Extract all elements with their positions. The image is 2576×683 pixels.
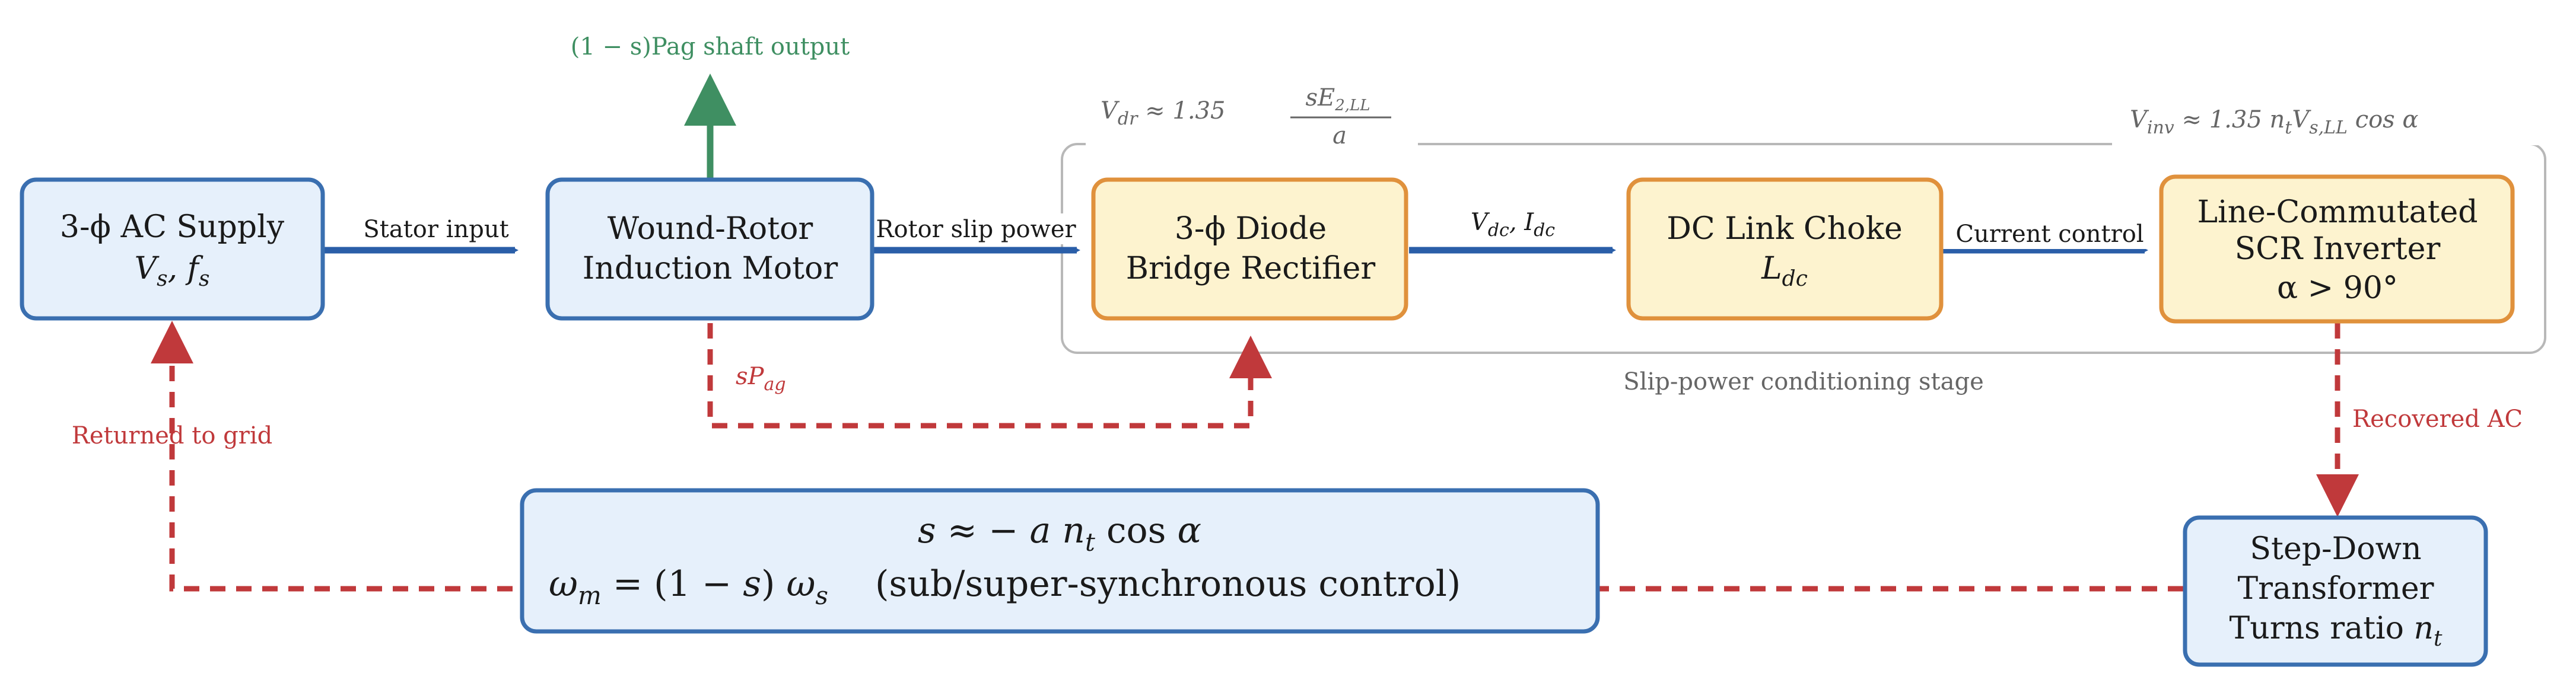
inverter-title-line1: Line-Commutated [2197,194,2478,230]
current-control-label: Current control [1955,221,2144,248]
rectifier-title-line2: Bridge Rectifier [1126,251,1376,286]
shaft-output-label: (1 − s)Pag shaft output [571,33,850,60]
inverter-block: Line-Commutated SCR Inverter α > 90° [2159,174,2515,324]
ac-supply-block: 3-ϕ AC Supply Vs, fs [20,177,325,321]
control-equations-block: s ≈ − a nt cos α ωm = (1 − s) ωs (sub/su… [520,488,1600,634]
stator-input-label-group: Stator input [338,213,534,244]
transformer-turns-ratio: Turns ratio nt [2230,611,2443,651]
svg-text:Vinv ≈ 1.35 ntVs,LL cos α: Vinv ≈ 1.35 ntVs,LL cos α [2130,106,2418,138]
choke-title: DC Link Choke [1667,211,1903,247]
spag-return-path [707,323,1272,429]
vinv-annotation: Vinv ≈ 1.35 ntVs,LL cos α [2112,98,2539,145]
rotor-slip-power-label: Rotor slip power [876,216,1076,243]
recovered-ac-label: Recovered AC [2352,406,2523,433]
transformer-title-line1: Step-Down [2250,531,2421,567]
control-mode-note: (sub/super-synchronous control) [875,563,1461,605]
stator-input-label: Stator input [363,216,508,243]
vdr-annotation: Vdr ≈ 1.35 sE2,LL a [1086,83,1418,160]
inverter-title-line2: SCR Inverter [2235,231,2441,267]
motor-title-line1: Wound-Rotor [608,211,813,247]
current-control-label-group: Current control [1931,218,2168,249]
spag-label: sPag [736,363,786,395]
stage-label: Slip-power conditioning stage [1623,368,1984,395]
choke-block: DC Link Choke Ldc [1626,177,1944,321]
slip-equation: s ≈ − a nt cos α [918,510,1201,557]
svg-text:a: a [1332,122,1347,149]
rotor-slip-power-label-group: Rotor slip power [854,213,1109,244]
motor-title-line2: Induction Motor [583,251,838,286]
returned-to-grid-label: Returned to grid [72,422,273,449]
inverter-firing-angle: α > 90° [2277,270,2398,306]
returned-to-grid-path [151,321,2183,592]
rectifier-block: 3-ϕ Diode Bridge Rectifier [1091,177,1408,321]
ac-supply-params: Vs, fs [135,251,210,291]
ac-supply-title: 3-ϕ AC Supply [60,209,285,245]
transformer-title-line2: Transformer [2237,571,2434,607]
transformer-block: Step-Down Transformer Turns ratio nt [2183,515,2488,667]
rectifier-title-line1: 3-ϕ Diode [1175,211,1327,247]
vdc-idc-label: Vdc, Idc [1471,209,1555,241]
motor-block: Wound-Rotor Induction Motor [545,177,874,321]
